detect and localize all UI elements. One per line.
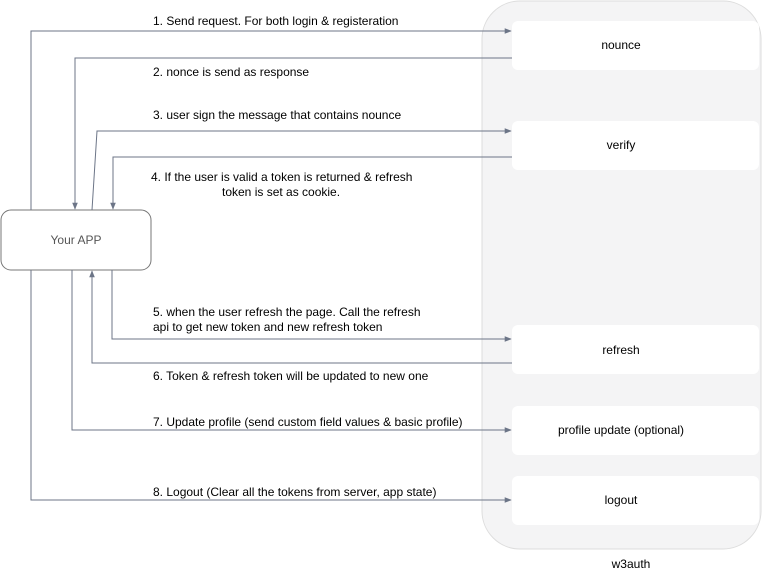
w3auth-group [481, 0, 762, 550]
step-6-arrow [89, 270, 512, 364]
refresh-endpoint: refresh [512, 325, 759, 374]
refresh-endpoint-label: refresh [602, 343, 639, 357]
step-8-arrow [30, 270, 512, 503]
verify-endpoint-label: verify [607, 138, 636, 152]
step-7-label: 7. Update profile (send custom field val… [153, 415, 463, 429]
step-7-arrow [71, 270, 512, 433]
nounce-endpoint: nounce [512, 21, 759, 70]
your-app-node: Your APP [0, 209, 152, 271]
logout-endpoint: logout [512, 476, 759, 525]
step-1-arrow [30, 28, 512, 210]
w3auth-group-label: w3auth [611, 557, 651, 571]
profile-update-endpoint-label: profile update (optional) [558, 423, 684, 437]
step-5-label-line-1: 5. when the user refresh the page. Call … [153, 305, 421, 319]
step-3-label: 3. user sign the message that contains n… [153, 108, 401, 122]
step-2-arrow [72, 57, 512, 210]
logout-endpoint-label: logout [605, 493, 638, 507]
verify-endpoint: verify [512, 121, 759, 170]
step-4-label-line-1: 4. If the user is valid a token is retur… [151, 170, 412, 184]
profile-update-endpoint: profile update (optional) [512, 406, 759, 455]
your-app-label: Your APP [51, 233, 102, 247]
nounce-endpoint-label: nounce [601, 38, 641, 52]
step-5-label-line-2: api to get new token and new refresh tok… [153, 320, 382, 334]
step-5-arrow [111, 270, 512, 342]
step-3-arrow [91, 128, 512, 211]
step-6-label: 6. Token & refresh token will be updated… [153, 369, 429, 383]
step-4-label-line-2: token is set as cookie. [222, 185, 340, 199]
step-2-label: 2. nonce is send as response [153, 65, 309, 79]
step-4-arrow [110, 156, 512, 210]
step-1-label: 1. Send request. For both login & regist… [153, 14, 398, 28]
step-8-label: 8. Logout (Clear all the tokens from ser… [153, 485, 436, 499]
